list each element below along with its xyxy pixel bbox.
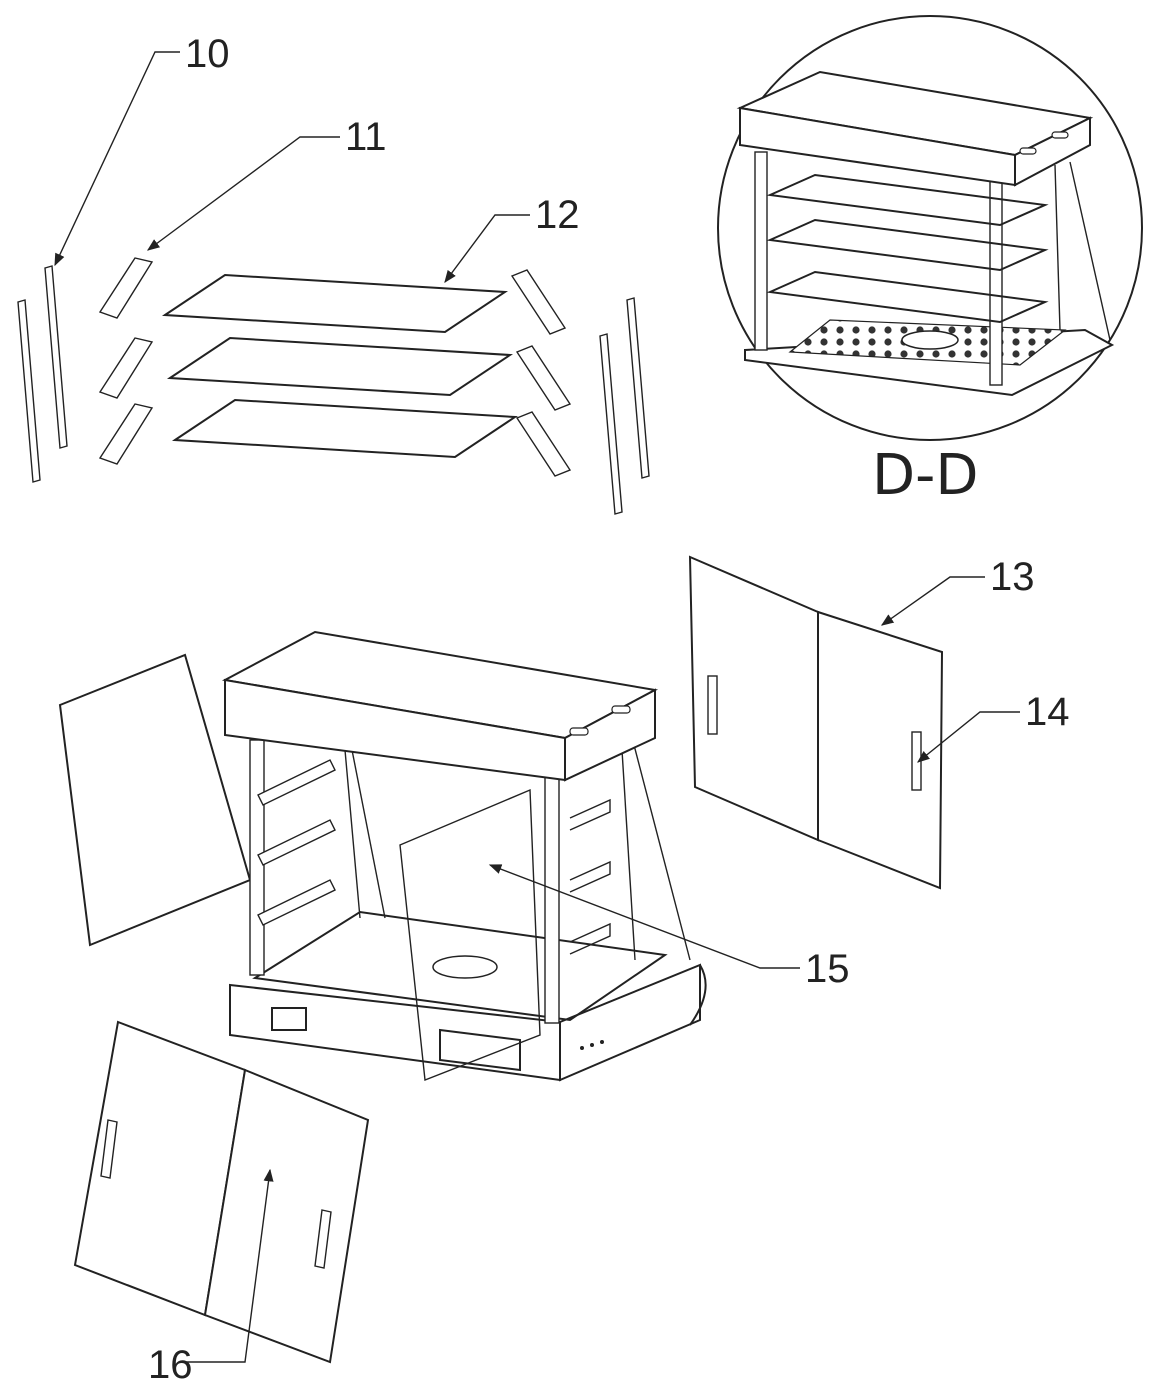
left-shelf-brackets — [98, 257, 154, 465]
left-side-panel — [58, 653, 252, 947]
leaders-13-14 — [880, 576, 1020, 763]
label-11: 11 — [345, 115, 387, 159]
leader-15 — [488, 864, 800, 969]
leaders-top — [54, 51, 530, 284]
left-vertical-rails — [17, 265, 68, 483]
detail-view-d-d — [717, 15, 1143, 441]
main-cabinet — [221, 630, 707, 1082]
right-shelf-brackets — [510, 269, 572, 477]
wire-shelves — [161, 273, 519, 459]
leader-16 — [185, 1168, 274, 1363]
rear-door-panel — [688, 555, 944, 890]
label-10: 10 — [185, 32, 230, 76]
label-13: 13 — [990, 555, 1035, 599]
label-14: 14 — [1025, 690, 1070, 734]
label-16: 16 — [148, 1343, 193, 1387]
label-12: 12 — [535, 193, 580, 237]
front-door-panel — [73, 1020, 370, 1364]
label-15: 15 — [805, 947, 850, 991]
right-vertical-rails — [599, 297, 650, 515]
section-title: D-D — [872, 443, 978, 508]
